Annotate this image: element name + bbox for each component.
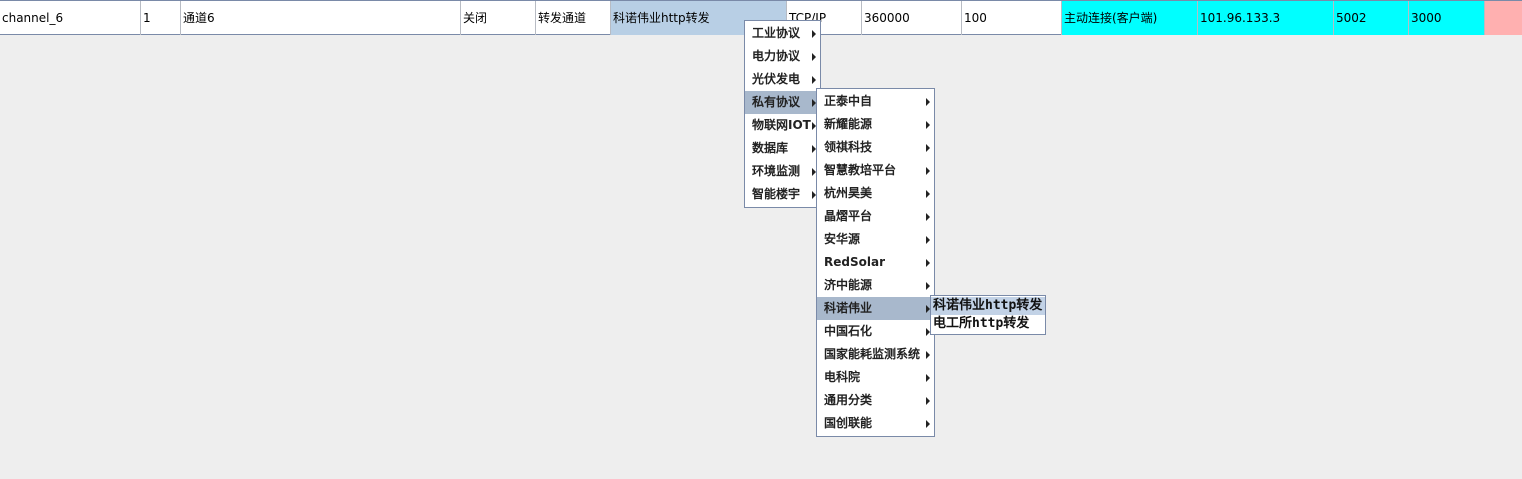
submenu-arrow-icon — [926, 121, 930, 129]
menu-item-label: RedSolar — [824, 255, 885, 269]
menu-item-vendor[interactable]: 杭州昊美 — [817, 182, 934, 205]
menu-item-vendor[interactable]: 正泰中自 — [817, 90, 934, 113]
cell-interval[interactable]: 100 — [962, 1, 1062, 35]
menu-item-label: 国家能耗监测系统 — [824, 347, 921, 361]
menu-item-label: 安华源 — [824, 232, 861, 246]
submenu-arrow-icon — [926, 213, 930, 221]
menu-item-label: 领祺科技 — [824, 140, 873, 154]
menu-item-smart-building[interactable]: 智能楼宇 — [745, 183, 820, 206]
submenu-arrow-icon — [812, 168, 816, 176]
vendor-protocol-menu: 科诺伟业http转发 电工所http转发 — [930, 295, 1046, 335]
submenu-arrow-icon — [926, 167, 930, 175]
cell-channel-label[interactable]: 通道6 — [181, 1, 461, 35]
protocol-category-menu: 工业协议 电力协议 光伏发电 私有协议 物联网IOT 数据库 环境监测 智能楼宇 — [744, 20, 821, 208]
menu-item-label: 物联网IOT — [752, 118, 811, 132]
cell-connect-mode[interactable]: 主动连接(客户端) — [1062, 1, 1198, 35]
cell-ip-address[interactable]: 101.96.133.3 — [1198, 1, 1334, 35]
menu-item-label: 科诺伟业 — [824, 301, 873, 315]
menu-item-vendor[interactable]: 安华源 — [817, 228, 934, 251]
menu-item-label: 新耀能源 — [824, 117, 873, 131]
cell-channel-type[interactable]: 转发通道 — [536, 1, 611, 35]
menu-item-http-forward-kenuo[interactable]: 科诺伟业http转发 — [931, 297, 1045, 315]
menu-item-label: 智能楼宇 — [752, 187, 801, 201]
menu-item-label: 济中能源 — [824, 278, 873, 292]
menu-item-vendor[interactable]: 通用分类 — [817, 389, 934, 412]
submenu-arrow-icon — [812, 145, 816, 153]
cell-reconnect[interactable]: 3000 — [1409, 1, 1485, 35]
table-row[interactable]: channel_6 1 通道6 关闭 转发通道 科诺伟业http转发 TCP/I… — [0, 0, 1522, 35]
menu-item-http-forward-iee[interactable]: 电工所http转发 — [933, 316, 1030, 331]
submenu-arrow-icon — [812, 191, 816, 199]
submenu-arrow-icon — [926, 190, 930, 198]
submenu-arrow-icon — [812, 53, 816, 61]
menu-item-label: 光伏发电 — [752, 72, 801, 86]
submenu-arrow-icon — [926, 351, 930, 359]
cell-channel-number[interactable]: 1 — [141, 1, 181, 35]
menu-item-label: 正泰中自 — [824, 94, 873, 108]
submenu-arrow-icon — [926, 374, 930, 382]
menu-item-label: 中国石化 — [824, 324, 873, 338]
menu-item-database[interactable]: 数据库 — [745, 137, 820, 160]
menu-item-label: 数据库 — [752, 141, 789, 155]
menu-item-label: 杭州昊美 — [824, 186, 873, 200]
menu-item-vendor[interactable]: RedSolar — [817, 251, 934, 274]
menu-item-vendor[interactable]: 电科院 — [817, 366, 934, 389]
menu-item-vendor[interactable]: 国创联能 — [817, 412, 934, 435]
menu-item-label: 智慧教培平台 — [824, 163, 897, 177]
submenu-arrow-icon — [926, 397, 930, 405]
menu-item-label: 晶熠平台 — [824, 209, 873, 223]
submenu-arrow-icon — [812, 76, 816, 84]
menu-item-iot[interactable]: 物联网IOT — [745, 114, 820, 137]
submenu-arrow-icon — [812, 122, 816, 130]
cell-channel-name[interactable]: channel_6 — [0, 1, 141, 35]
menu-item-label: 电力协议 — [752, 49, 801, 63]
submenu-arrow-icon — [926, 144, 930, 152]
menu-item-label: 国创联能 — [824, 416, 873, 430]
menu-item-private-protocol[interactable]: 私有协议 — [745, 91, 820, 114]
menu-item-vendor[interactable]: 济中能源 — [817, 274, 934, 297]
menu-item-vendor-active[interactable]: 科诺伟业 — [817, 297, 934, 320]
submenu-arrow-icon — [926, 420, 930, 428]
cell-protocol[interactable]: 科诺伟业http转发 — [611, 1, 787, 35]
submenu-arrow-icon — [926, 98, 930, 106]
menu-item-vendor[interactable]: 晶熠平台 — [817, 205, 934, 228]
submenu-arrow-icon — [812, 99, 816, 107]
menu-item-power-protocol[interactable]: 电力协议 — [745, 45, 820, 68]
menu-item-vendor[interactable]: 国家能耗监测系统 — [817, 343, 934, 366]
menu-item-label: 通用分类 — [824, 393, 873, 407]
menu-item-vendor[interactable]: 中国石化 — [817, 320, 934, 343]
private-protocol-menu: 正泰中自 新耀能源 领祺科技 智慧教培平台 杭州昊美 晶熠平台 安华源 RedS… — [816, 88, 935, 437]
cell-status-color[interactable] — [1485, 1, 1522, 35]
submenu-arrow-icon — [926, 236, 930, 244]
menu-item-vendor[interactable]: 新耀能源 — [817, 113, 934, 136]
menu-item-photovoltaic[interactable]: 光伏发电 — [745, 68, 820, 91]
menu-item-label: 私有协议 — [752, 95, 801, 109]
menu-item-label: 工业协议 — [752, 26, 801, 40]
cell-port[interactable]: 5002 — [1334, 1, 1409, 35]
menu-item-industrial-protocol[interactable]: 工业协议 — [745, 22, 820, 45]
menu-item-environment-monitoring[interactable]: 环境监测 — [745, 160, 820, 183]
submenu-arrow-icon — [926, 305, 930, 313]
menu-item-label: 环境监测 — [752, 164, 801, 178]
submenu-arrow-icon — [926, 282, 930, 290]
cell-timeout[interactable]: 360000 — [862, 1, 962, 35]
menu-item-label: 电科院 — [824, 370, 861, 384]
menu-item-vendor[interactable]: 智慧教培平台 — [817, 159, 934, 182]
submenu-arrow-icon — [926, 328, 930, 336]
menu-item-vendor[interactable]: 领祺科技 — [817, 136, 934, 159]
cell-status[interactable]: 关闭 — [461, 1, 536, 35]
submenu-arrow-icon — [812, 30, 816, 38]
submenu-arrow-icon — [926, 259, 930, 267]
